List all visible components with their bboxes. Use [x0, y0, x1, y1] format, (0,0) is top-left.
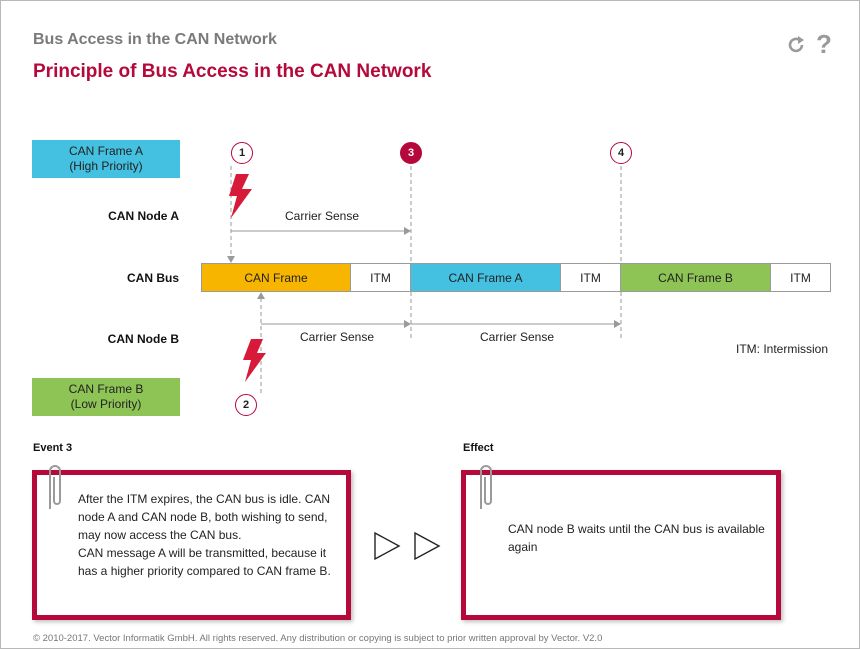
bus-segment-itm-1: ITM: [350, 263, 411, 292]
carrier-sense-label-b2: Carrier Sense: [480, 330, 555, 344]
event-panel-text: After the ITM expires, the CAN bus is id…: [78, 492, 331, 578]
arrow-down-1: [227, 256, 235, 263]
effect-panel: CAN node B waits until the CAN bus is av…: [461, 470, 781, 620]
lightning-icon-node-a: [229, 174, 252, 218]
breadcrumb: Bus Access in the CAN Network: [33, 31, 277, 48]
event-panel-label: Event 3: [33, 442, 73, 454]
event-badge-2[interactable]: 2: [235, 394, 257, 416]
itm-note: ITM: Intermission: [736, 342, 829, 356]
legend-frame-b: CAN Frame B (Low Priority): [32, 378, 180, 416]
row-label-node-b: CAN Node B: [107, 332, 179, 346]
arrow-up-2: [257, 292, 265, 299]
timeline-graphics: [227, 166, 622, 394]
event-badge-4[interactable]: 4: [610, 142, 632, 164]
effect-panel-label: Effect: [463, 442, 494, 454]
bus-segment-frame-b: CAN Frame B: [620, 263, 771, 292]
paperclip-icon: [49, 465, 61, 509]
reload-icon[interactable]: [785, 34, 807, 56]
event-badge-3[interactable]: 3: [400, 142, 422, 164]
row-label-node-a: CAN Node A: [108, 209, 179, 223]
footer-copyright: © 2010-2017. Vector Informatik GmbH. All…: [33, 633, 603, 644]
bus-segment-can-frame: CAN Frame: [201, 263, 351, 292]
carrier-sense-label-b1: Carrier Sense: [300, 330, 375, 344]
bus-segment-frame-a: CAN Frame A: [410, 263, 561, 292]
legend-frame-a: CAN Frame A (High Priority): [32, 140, 180, 178]
effect-panel-text: CAN node B waits until the CAN bus is av…: [508, 522, 765, 554]
bus-segment-itm-2: ITM: [560, 263, 621, 292]
row-label-bus: CAN Bus: [126, 271, 179, 285]
lightning-icon-node-b: [243, 339, 266, 382]
paperclip-icon: [480, 465, 492, 509]
bus-segment-itm-3: ITM: [770, 263, 831, 292]
event-badge-1[interactable]: 1: [231, 142, 253, 164]
svg-text:?: ?: [816, 31, 832, 57]
help-icon[interactable]: ?: [813, 29, 835, 59]
event-panel: After the ITM expires, the CAN bus is id…: [32, 470, 351, 620]
next-arrows-icon[interactable]: [373, 531, 443, 561]
page-title: Principle of Bus Access in the CAN Netwo…: [33, 61, 432, 82]
carrier-sense-label-a: Carrier Sense: [285, 209, 360, 223]
